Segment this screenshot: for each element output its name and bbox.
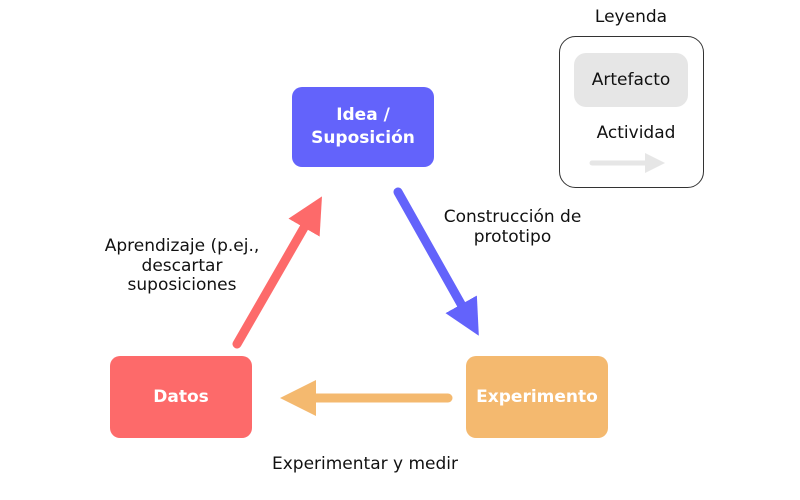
node-idea: Idea / Suposición [292,87,434,167]
legend-title: Leyenda [594,7,668,27]
node-experimento-label: Experimento [476,386,598,407]
node-datos-label: Datos [153,386,209,407]
arrow-aprendizaje [232,196,322,349]
node-experimento: Experimento [466,356,608,438]
edge-label-construccion: Construcción de prototipo [443,207,582,247]
edge-label-aprendizaje: Aprendizaje (p.ej., descartar suposicion… [104,236,260,296]
edge-label-experimentar: Experimentar y medir [271,454,459,474]
legend-activity-label: Actividad [596,123,676,143]
node-idea-label: Idea / Suposición [311,105,415,148]
legend-box [559,36,704,188]
node-datos: Datos [110,356,252,438]
legend-artifact: Artefacto [574,53,688,107]
arrow-construccion [393,187,479,336]
legend-artifact-label: Artefacto [591,69,671,90]
